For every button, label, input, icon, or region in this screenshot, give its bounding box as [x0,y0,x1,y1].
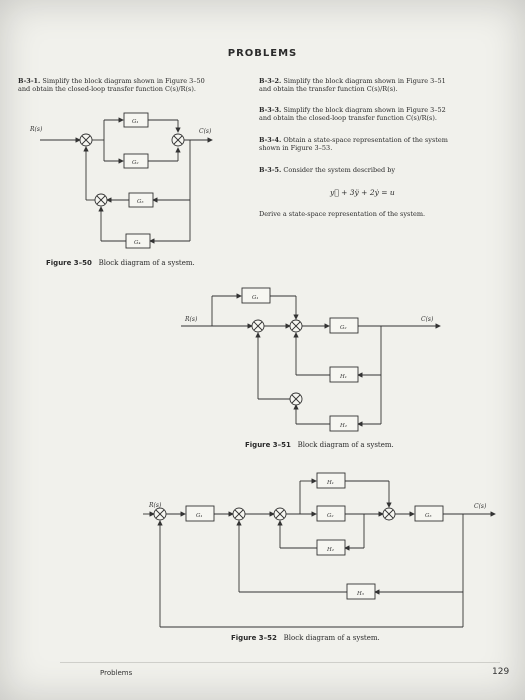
problem-b34: B-3-4. Obtain a state-space representati… [259,136,509,152]
r-label: R(s) [184,316,198,323]
summing-junction [232,507,246,521]
block-g1 [241,287,271,304]
problem-text: Consider the system described by [283,166,396,174]
c-label: C(s) [199,128,212,135]
figure-label: Figure 3–52 [231,634,277,642]
figure-label: Figure 3–51 [245,441,291,449]
problem-number: B-3-4. [259,136,282,144]
summing-junction [251,319,265,333]
problem-number: B-3-2. [259,77,282,85]
problem-number: B-3-1. [18,77,41,85]
block-g2 [316,505,346,522]
block-label: H₃ [356,591,364,597]
problem-text: Simplify the block diagram shown in Figu… [283,106,446,114]
block-label: G₂ [340,325,347,331]
figure-caption: Figure 3–52 Block diagram of a system. [231,634,380,642]
block-h1 [316,472,346,489]
summing-junction [153,507,167,521]
figure-text: Block diagram of a system. [98,259,195,267]
block-h2 [316,539,346,556]
summing-junction [273,507,287,521]
block-label: H₁ [326,480,334,486]
figure-text: Block diagram of a system. [297,441,394,449]
problem-text: and obtain the transfer function C(s)/R(… [259,85,398,93]
problem-text: Derive a state-space representation of t… [259,210,426,218]
problem-text: and obtain the closed-loop transfer func… [259,114,437,122]
r-label: R(s) [29,126,43,133]
block-label: G₃ [425,513,432,519]
problem-number: B-3-3. [259,106,282,114]
figure-3-52-diagram: R(s) C(s) G₁ [143,472,496,628]
block-label: G₁ [132,119,139,125]
problem-text: Simplify the block diagram shown in Figu… [42,77,205,85]
block-label: G₂ [327,513,334,519]
page-header: PROBLEMS [227,48,298,59]
problem-number: B-3-5. [259,166,282,174]
problem-b32: B-3-2. Simplify the block diagram shown … [259,77,509,93]
problem-text: Obtain a state-space representation of t… [283,136,448,144]
summing-junction [79,133,93,147]
figure-3-51-diagram: R(s) C(s) G₁ G₂ [181,287,441,432]
block-h1 [329,366,359,383]
block-label: G₂ [132,160,139,166]
summing-junction [171,133,185,147]
summing-junction [289,392,303,406]
block-g3 [414,505,444,522]
equation: y⃛ + 3ÿ + 2ẏ = u [330,188,395,197]
c-label: C(s) [421,316,434,323]
block-g1 [185,505,215,522]
problem-b33: B-3-3. Simplify the block diagram shown … [259,106,509,122]
block-g2 [329,317,359,334]
r-label: R(s) [148,502,162,509]
figure-3-50-diagram: R(s) C(s) G₁ G₂ [29,112,213,249]
footer-section: Problems [100,669,133,677]
c-label: C(s) [474,503,487,510]
footer-rule [60,662,500,663]
summing-junction [382,507,396,521]
figure-caption: Figure 3–50 Block diagram of a system. [46,259,195,267]
block-label: G₁ [252,295,259,301]
block-label: H₂ [326,547,334,553]
block-label: H₁ [339,374,347,380]
summing-junction [289,319,303,333]
problem-b31: B-3-1. Simplify the block diagram shown … [18,77,258,93]
block-label: G₁ [196,513,203,519]
block-label: G₄ [134,240,141,246]
figure-label: Figure 3–50 [46,259,92,267]
block-h3 [346,583,376,600]
problem-text: Simplify the block diagram shown in Figu… [283,77,446,85]
figure-caption: Figure 3–51 Block diagram of a system. [245,441,394,449]
block-label: G₃ [137,199,144,205]
page-number: 129 [492,667,510,677]
problem-text: shown in Figure 3–53. [259,144,333,152]
problem-text: and obtain the closed-loop transfer func… [18,85,196,93]
summing-junction [94,193,108,207]
block-label: H₂ [339,423,347,429]
block-h2 [329,415,359,432]
problem-b35: B-3-5. Consider the system described by [259,166,509,174]
figure-text: Block diagram of a system. [283,634,380,642]
